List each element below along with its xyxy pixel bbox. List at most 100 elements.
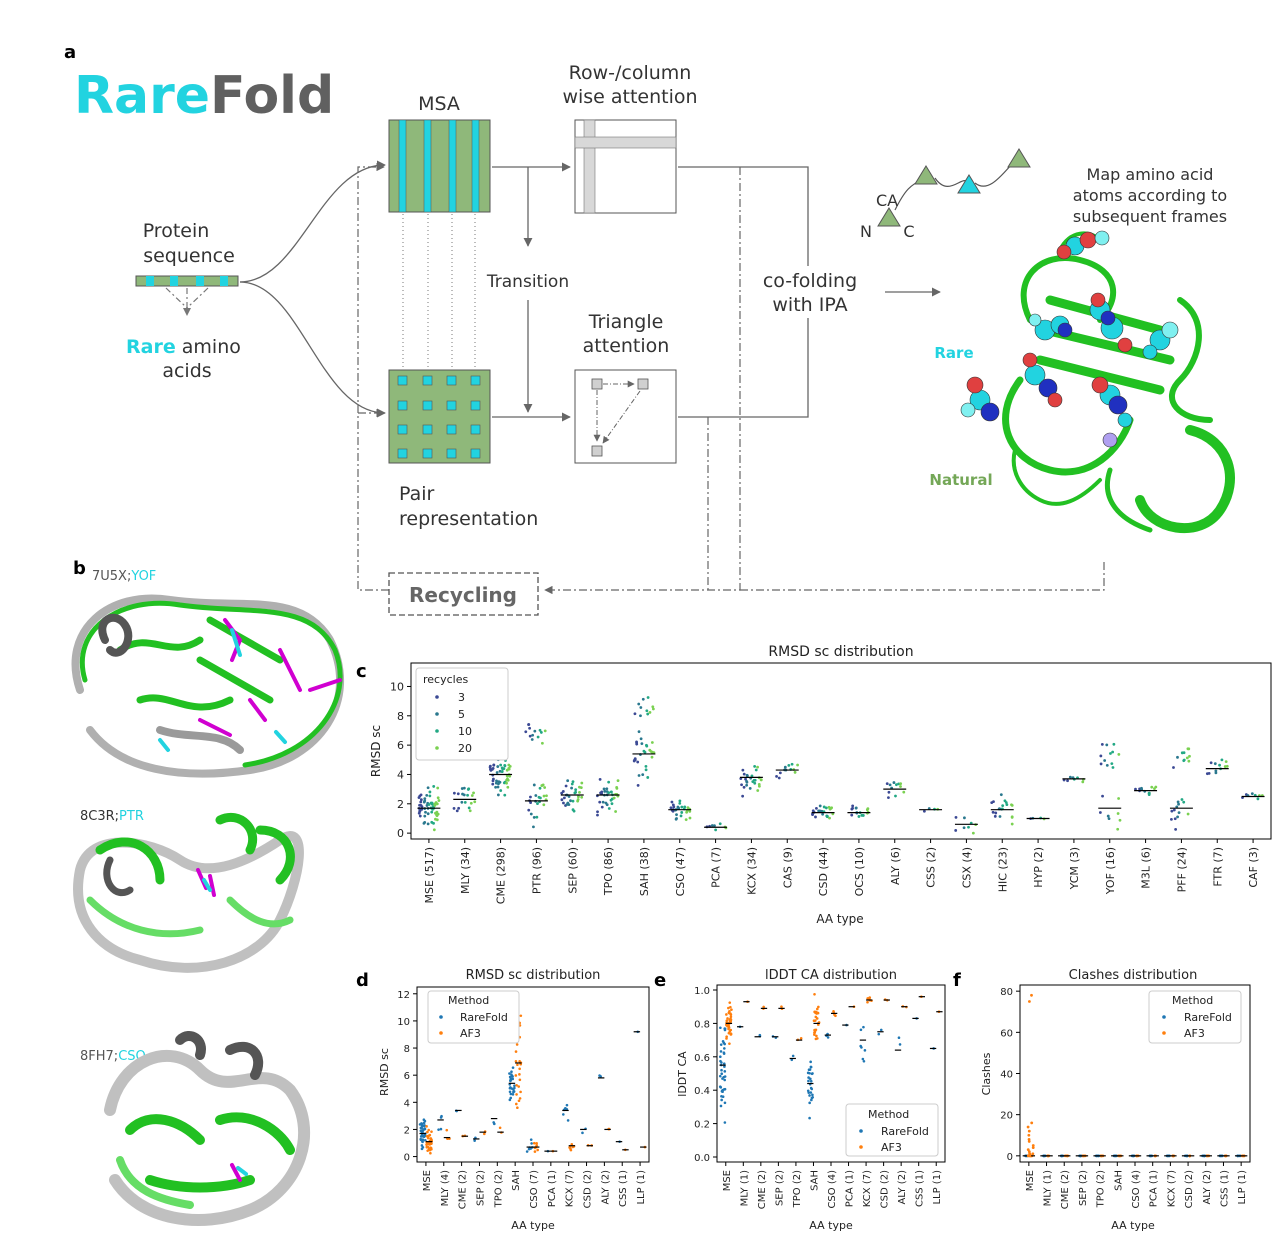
chart-e-legend: Method RareFold AF3	[845, 1103, 939, 1157]
chart-c-point	[676, 805, 680, 809]
chart-c-point	[1099, 754, 1103, 758]
chart-c-point	[753, 781, 757, 785]
chart-c-point	[645, 744, 649, 748]
chart-c-xtick-label: CSD (44)	[817, 847, 830, 896]
chart-c-point	[535, 815, 539, 819]
chart-c-point	[1176, 800, 1180, 804]
chart-c-point	[775, 774, 778, 778]
chart-c-point	[497, 782, 500, 786]
chart-c-point	[1010, 803, 1014, 807]
chart-d-point	[518, 1067, 521, 1071]
chart-c-point	[757, 783, 761, 786]
panel-letter-e: e	[654, 970, 666, 991]
chart-f-point	[1031, 1144, 1035, 1147]
chart-c-point	[962, 826, 966, 830]
chart-e-point	[722, 1062, 726, 1066]
chart-e-point	[762, 1005, 765, 1009]
chart-c-xtick-label: CSX (4)	[960, 847, 973, 888]
chart-c-point	[580, 781, 584, 785]
chart-c-point	[1256, 797, 1260, 801]
chart-c-point	[756, 789, 760, 792]
chart-c-point	[455, 809, 459, 813]
chart-c-point	[423, 797, 427, 801]
chart-d-point	[421, 1134, 425, 1137]
chart-e-point	[861, 1057, 865, 1061]
chart-c-point	[1134, 787, 1137, 791]
chart-c-point	[496, 785, 500, 789]
chart-c-point	[574, 790, 578, 794]
chart-c-ytick-label: 10	[390, 680, 404, 693]
arrow-to-msa	[239, 160, 386, 283]
chart-c-point	[1186, 812, 1190, 816]
msa-pair-connectors	[402, 214, 476, 370]
chart-e-point	[726, 1017, 729, 1020]
chart-c-point	[452, 807, 456, 810]
chart-f-point	[1031, 1152, 1035, 1156]
chart-e-point	[729, 1015, 733, 1019]
chart-f-xtick-label: CSD (2)	[1184, 1170, 1195, 1208]
map-label-1: Map amino acid	[1087, 165, 1214, 184]
chart-c-point	[436, 796, 440, 800]
chart-c-point	[1213, 762, 1217, 766]
chart-c-point	[540, 741, 544, 745]
chart-d-point	[514, 1050, 518, 1053]
chart-d-point	[581, 1131, 584, 1135]
chart-c-point	[1185, 756, 1189, 760]
panel-letter-a: a	[64, 42, 76, 63]
chart-d-point	[422, 1128, 425, 1131]
chart-c-point	[543, 786, 547, 789]
chart-d-xtick-label: PCA (1)	[547, 1170, 558, 1207]
chart-c-point	[505, 781, 508, 785]
chart-d-point	[565, 1103, 569, 1107]
chart-c-point	[675, 817, 678, 820]
chart-e-point	[808, 1071, 811, 1075]
chart-e-point	[812, 1019, 816, 1022]
chart-c-point	[644, 768, 648, 772]
chart-c-point	[1209, 761, 1213, 765]
chart-d-point	[517, 1099, 521, 1103]
chart-f-xtick-label: CSS (1)	[1219, 1170, 1230, 1207]
chart-d-point	[519, 1090, 522, 1094]
chart-d-point	[424, 1139, 427, 1142]
chart-f-xtick-label: CSO (4)	[1131, 1170, 1142, 1209]
rowcol-label-2: wise attention	[562, 86, 697, 108]
chart-c-point	[1214, 769, 1218, 773]
chart-d-point	[514, 1059, 518, 1063]
chart-c-point	[756, 765, 759, 769]
chart-c-point	[472, 791, 475, 795]
chart-f-title: Clashes distribution	[1069, 968, 1198, 983]
chart-c-point	[538, 786, 542, 790]
chart-e-xtick-label: CSD (2)	[880, 1170, 891, 1208]
chart-c-point	[895, 783, 898, 787]
chart-c-point	[1218, 763, 1221, 767]
chart-e-point	[808, 1068, 812, 1071]
chart-c-point	[815, 806, 818, 810]
chart-d-point	[429, 1146, 433, 1150]
chart-c-point	[491, 779, 495, 783]
chart-e-xtick-label: PCA (1)	[845, 1170, 856, 1207]
chart-e-xtick-label: LLP (1)	[932, 1170, 943, 1205]
chart-d-point	[569, 1148, 573, 1152]
chart-c-point	[713, 824, 716, 828]
chart-e-point	[799, 1037, 803, 1040]
chart-c-point	[418, 803, 421, 807]
chart-c-point	[432, 821, 435, 825]
chart-e-xtick-label: CME (2)	[757, 1170, 768, 1209]
chart-c-xtick-label: MLY (34)	[459, 847, 472, 894]
chart-c-point	[596, 810, 599, 814]
chart-f-legend-entry: AF3	[1184, 1027, 1205, 1040]
chart-d-xtick-label: SEP (2)	[475, 1170, 486, 1206]
chart-e-point	[729, 1033, 733, 1036]
chart-c-point	[1116, 827, 1120, 831]
chart-e-point	[725, 1037, 728, 1040]
chart-d-point	[566, 1119, 570, 1122]
msa-label: MSA	[418, 93, 460, 115]
chart-e-xtick-label: SEP (2)	[774, 1170, 785, 1206]
chart-c-point	[639, 706, 643, 709]
chart-c-point	[637, 774, 641, 777]
chart-c-point	[470, 794, 474, 797]
flow-lines	[492, 162, 941, 422]
chart-c-point	[759, 778, 763, 782]
chart-e-point	[721, 1040, 725, 1043]
chart-c-point	[428, 794, 432, 798]
